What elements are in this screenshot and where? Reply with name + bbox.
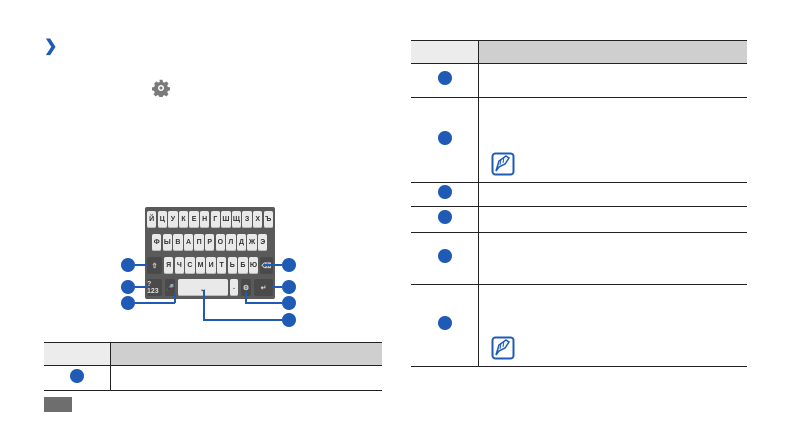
row-description-cell [478, 206, 747, 233]
table-row [411, 232, 747, 285]
key-row2-8[interactable]: Л [226, 234, 236, 251]
key-row3-6[interactable]: Т [217, 257, 227, 274]
key-8[interactable]: Ш [221, 211, 231, 228]
key-row2-5[interactable]: П [194, 234, 204, 251]
key-row3-7[interactable]: Ь [227, 257, 237, 274]
callout-line [203, 290, 205, 320]
key-row2-11[interactable]: Э [258, 234, 268, 251]
space-key[interactable]: ⎵ [178, 279, 228, 296]
callout-1 [121, 258, 135, 272]
chevron-right-icon: ❯ [44, 38, 58, 55]
key-row3-5[interactable]: И [206, 257, 216, 274]
number-badge [70, 368, 84, 383]
key-11[interactable]: Х [253, 211, 263, 228]
note-icon [491, 152, 515, 176]
key-3[interactable]: У [168, 211, 178, 228]
symbols-key[interactable]: ?123 [147, 279, 162, 296]
key-row2-3[interactable]: В [173, 234, 183, 251]
left-table [44, 342, 382, 391]
table-row [411, 284, 747, 367]
number-badge [437, 249, 452, 263]
callout-line [245, 292, 247, 303]
microphone-key[interactable]: 🎤 [165, 279, 175, 296]
callout-2 [121, 280, 135, 294]
header-cell-1 [44, 342, 111, 366]
number-badge [437, 185, 452, 199]
row-description-cell [478, 284, 747, 367]
row-number-cell [411, 182, 479, 207]
number-badge [437, 130, 452, 145]
callout-line [135, 302, 175, 304]
key-4[interactable]: К [178, 211, 189, 228]
key-10[interactable]: З [242, 211, 252, 228]
key-row2-4[interactable]: А [183, 234, 194, 251]
callout-4 [282, 258, 296, 272]
number-badge [437, 316, 452, 330]
row-number-cell [411, 284, 479, 367]
key-row3-4[interactable]: М [195, 257, 206, 274]
callout-line [135, 264, 148, 266]
callout-5 [282, 280, 296, 294]
key-row2-6[interactable]: Р [205, 234, 215, 251]
callout-line [245, 302, 282, 304]
callout-6 [282, 296, 296, 310]
key-row2-9[interactable]: Д [236, 234, 247, 251]
callout-line [272, 286, 282, 288]
callout-line [135, 286, 148, 288]
row-description-cell [478, 97, 747, 183]
key-row3-8[interactable]: Б [238, 257, 248, 274]
gear-icon [152, 79, 170, 97]
callout-line [264, 264, 282, 266]
table-row [411, 97, 747, 183]
key-row2-7[interactable]: О [215, 234, 225, 251]
callout-3 [121, 296, 135, 310]
key-7[interactable]: Г [210, 211, 220, 228]
enter-key[interactable]: ↵ [254, 279, 273, 296]
table-row [411, 63, 747, 98]
key-row3-1[interactable]: Я [164, 257, 174, 274]
key-12[interactable]: Ъ [263, 211, 273, 228]
header-cell-2 [478, 40, 747, 64]
row-description-cell [110, 365, 382, 391]
callout-7 [282, 313, 296, 327]
backspace-key[interactable]: ⌫ [260, 257, 273, 274]
key-row2-1[interactable]: Ф [152, 234, 162, 251]
key-row3-3[interactable]: С [185, 257, 195, 274]
row-description-cell [478, 232, 747, 285]
key-row2-10[interactable]: Ж [247, 234, 257, 251]
table-row [411, 206, 747, 233]
callout-line [203, 319, 282, 321]
row-number-cell [411, 97, 479, 183]
key-row2-2[interactable]: Ы [162, 234, 172, 251]
number-badge [437, 210, 452, 224]
key-5[interactable]: Е [189, 211, 199, 228]
row-description-cell [478, 63, 747, 98]
row-description-cell [478, 182, 747, 207]
row-number-cell [411, 206, 479, 233]
number-badge [437, 71, 452, 85]
page-tab-marker [44, 397, 72, 412]
note-icon [491, 336, 515, 360]
shift-key[interactable]: ⇧ [147, 257, 162, 274]
key-2[interactable]: Ц [157, 211, 167, 228]
callout-line [174, 293, 176, 303]
key-6[interactable]: Н [200, 211, 210, 228]
header-cell-2 [110, 342, 382, 366]
right-table [411, 40, 747, 367]
row-number-cell [411, 232, 479, 285]
table-row [411, 182, 747, 207]
header-cell-1 [411, 40, 479, 64]
row-number-cell [411, 63, 479, 98]
period-key[interactable]: . [230, 279, 238, 296]
row-number-cell [44, 365, 111, 391]
key-row3-9[interactable]: Ю [248, 257, 259, 274]
key-1[interactable]: Й [147, 211, 157, 228]
key-row3-2[interactable]: Ч [174, 257, 184, 274]
key-9[interactable]: Щ [231, 211, 242, 228]
settings-key[interactable]: ⚙ [241, 279, 251, 296]
